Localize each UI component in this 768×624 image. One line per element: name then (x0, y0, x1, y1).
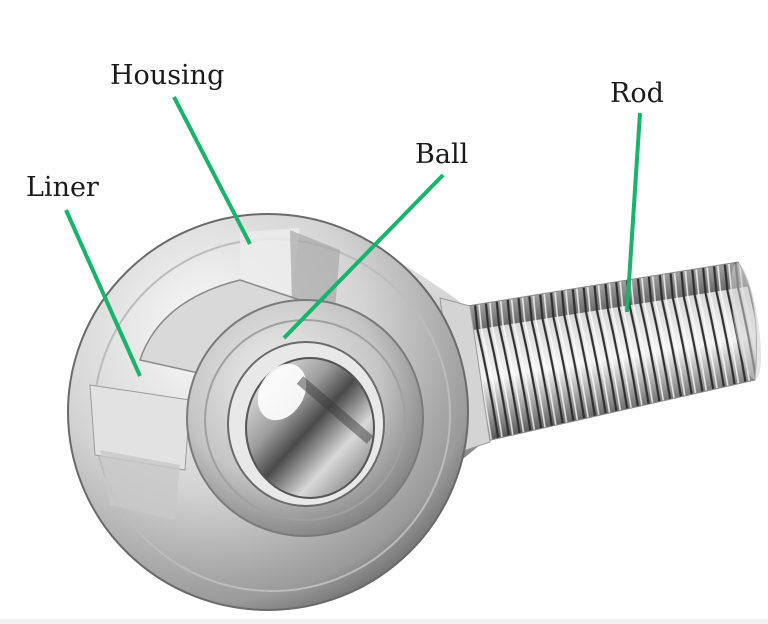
ball-leader-line (282, 173, 445, 340)
housing-leader-line (172, 96, 252, 245)
bottom-edge-band (0, 619, 768, 624)
ball (186, 299, 424, 537)
label-rod: Rod (610, 78, 664, 109)
liner (89, 279, 303, 520)
label-housing: Housing (110, 60, 225, 91)
liner-leader-line (64, 209, 142, 377)
leader-lines (64, 96, 642, 377)
label-liner: Liner (26, 172, 99, 203)
threaded-rod (454, 261, 762, 443)
label-ball: Ball (415, 139, 469, 170)
rod-leader-line (625, 112, 642, 313)
